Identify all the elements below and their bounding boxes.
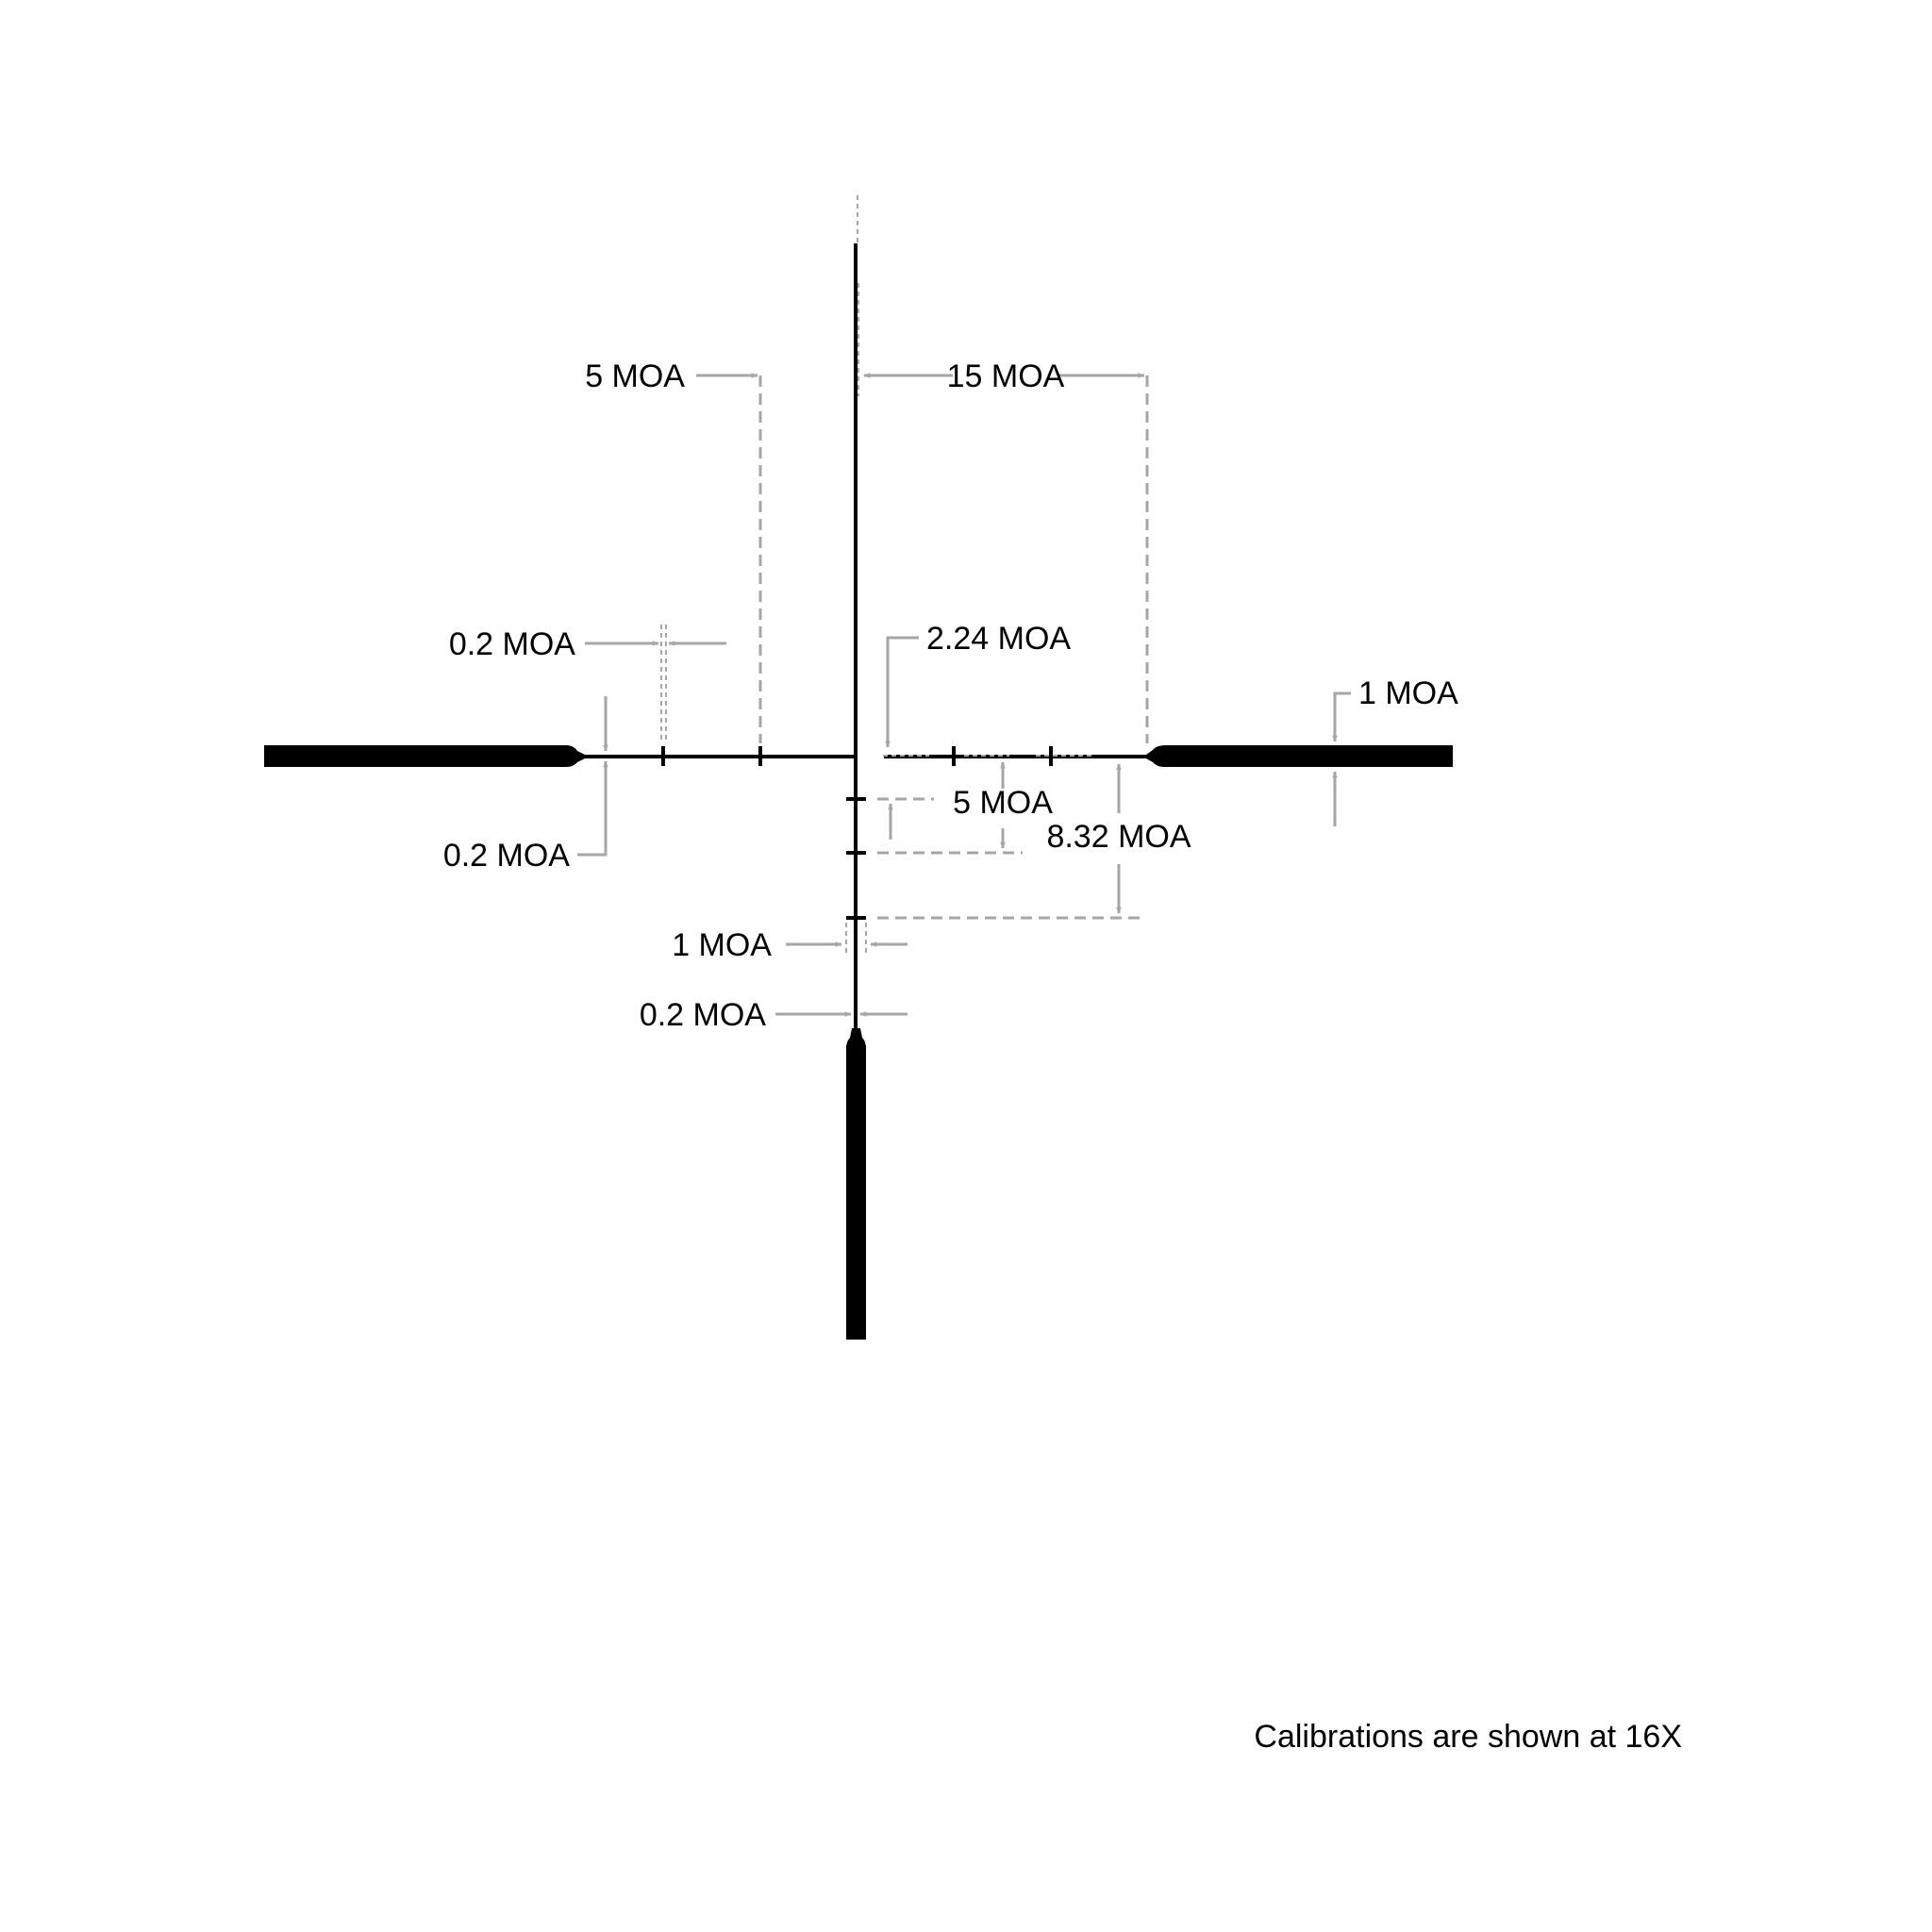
label-line-thickness-h: 0.2 MOA [443, 838, 570, 874]
dim-postthick-leader-top [1332, 691, 1351, 742]
label-vertical-spacing: 5 MOA [953, 785, 1053, 821]
left-post [264, 745, 585, 767]
label-5moa-top: 5 MOA [585, 358, 685, 394]
label-post-thickness: 1 MOA [1358, 675, 1458, 711]
dimension-labels: 5 MOA 15 MOA 0.2 MOA 2.24 MOA 1 MOA 0.2 … [443, 358, 1682, 1755]
dimension-annotations [577, 195, 1351, 1017]
label-tick-length: 1 MOA [672, 927, 772, 963]
dim-hthick-leader [577, 766, 608, 857]
bottom-post [846, 1038, 866, 1340]
label-tick-width: 0.2 MOA [449, 626, 575, 662]
label-line-thickness-v: 0.2 MOA [640, 997, 766, 1033]
bottom-post-taper [846, 1028, 866, 1049]
label-center-gap: 2.24 MOA [926, 621, 1071, 657]
right-post [1146, 745, 1453, 767]
dim-centergap-leader [885, 636, 919, 748]
calibration-caption: Calibrations are shown at 16X [1254, 1719, 1682, 1755]
label-post-offset: 8.32 MOA [1046, 819, 1191, 855]
label-15moa: 15 MOA [947, 358, 1065, 394]
reticle-crosshair [264, 243, 1453, 1340]
